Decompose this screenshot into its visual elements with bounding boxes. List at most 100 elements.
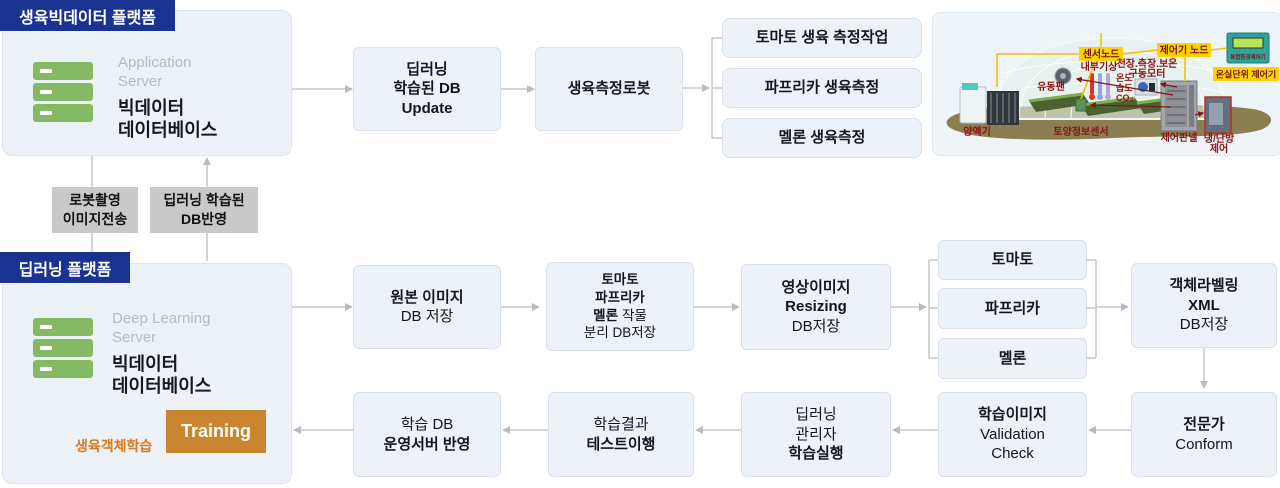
server-type-line: Deep Learning <box>112 310 211 327</box>
server-name-line: 빅데이터 <box>118 97 185 118</box>
greenhouse-graphic: 복합환경제어기 센서노드 제어기 노드 <box>946 32 1279 155</box>
box-line: 분리 DB저장 <box>583 325 657 341</box>
box-crop-melon: 멜론 <box>938 338 1087 379</box>
dl-server-label: Deep Learning Server 빅데이터 데이터베이스 <box>112 310 211 398</box>
bigdata-platform-header: 생육빅데이터 플랫폼 <box>0 0 175 31</box>
box-line: 토마토 <box>601 272 639 288</box>
nutrient-machine <box>959 83 1019 125</box>
box-original-image-db: 원본 이미지 DB 저장 <box>353 265 501 349</box>
box-object-labeling-xml: 객체라벨링 XML DB저장 <box>1131 263 1277 348</box>
box-line: 멜론 <box>998 349 1027 367</box>
server-name-line: 데이터베이스 <box>118 120 218 140</box>
label-humidity: 습도 <box>1116 82 1133 93</box>
box-line: 관리자 <box>795 425 837 443</box>
box-line: DB 저장 <box>400 308 454 325</box>
box-line: Resizing <box>785 298 847 316</box>
training-box: Training <box>166 410 266 453</box>
box-line: 학습된 DB <box>393 80 461 98</box>
greenhouse-illustration: 복합환경제어기 센서노드 제어기 노드 <box>932 12 1280 156</box>
soil-sensor-icon <box>1075 98 1087 112</box>
motor-icon <box>1134 78 1158 96</box>
label-line: 이미지전송 <box>62 211 128 227</box>
label-line: 로봇촬영 <box>69 192 121 209</box>
bigdata-server-label: Application Server 빅데이터 데이터베이스 <box>118 54 217 142</box>
label-soil-sensor: 토양정보센서 <box>1053 125 1108 138</box>
server-type-line: Server <box>112 328 157 346</box>
box-line: 원본 이미지 <box>390 288 464 306</box>
box-line: 생육측정로봇 <box>567 80 651 98</box>
box-crop-tomato: 토마토 <box>938 240 1087 280</box>
box-line: 멜론 생육측정 <box>778 129 866 147</box>
box-dl-db-update: 딥러닝 학습된 DB Update <box>353 47 501 131</box>
box-line-part: 작물 <box>622 307 647 323</box>
box-line: Update <box>401 99 453 117</box>
server-type-line: Server <box>118 72 163 90</box>
training-note: 생육객체학습 <box>75 438 153 454</box>
box-line: 학습 DB <box>400 416 454 433</box>
box-line: Conform <box>1175 435 1233 453</box>
hvac-icon <box>1204 96 1232 134</box>
box-line: 학습실행 <box>788 445 844 463</box>
sensor-links <box>996 33 1228 100</box>
box-line: XML <box>1188 296 1220 314</box>
server-icon <box>33 318 93 378</box>
label-nutrient: 양액기 <box>963 125 991 138</box>
device-label: 복합환경제어기 <box>1230 53 1265 61</box>
fan-icon <box>1054 67 1072 85</box>
box-line: 학습이미지 <box>977 406 1047 424</box>
label-control-panel: 제어판넬 <box>1161 131 1198 144</box>
server-icon <box>33 62 93 122</box>
box-line: 영상이미지 <box>781 278 851 296</box>
box-test-execution: 학습결과 테스트이행 <box>548 392 694 477</box>
label-co2: CO₂ <box>1116 93 1134 103</box>
box-line: 토마토 생육 측정작업 <box>755 29 889 47</box>
box-line: Validation <box>980 425 1045 443</box>
box-line-part: 멜론 <box>593 307 618 323</box>
label-motor-2: 구동모터 <box>1129 67 1166 80</box>
box-line: DB저장 <box>1179 316 1229 334</box>
server-name-line: 빅데이터 <box>112 353 179 374</box>
label-temp: 온도 <box>1116 73 1133 83</box>
label-hvac-2: 제어 <box>1210 142 1228 155</box>
box-growth-robot: 생육측정로봇 <box>535 47 683 131</box>
box-task-paprika: 파프리카 생육측정 <box>722 68 922 108</box>
box-line: 운영서버 반영 <box>383 435 471 453</box>
label-motor-1: 천장.측장.보온 <box>1117 57 1178 70</box>
box-line: 전문가 <box>1183 416 1225 433</box>
box-line: 딥러닝 <box>406 60 448 78</box>
label-indoor-weather: 내부기상 <box>1081 60 1119 73</box>
box-line: 학습결과 <box>593 416 649 433</box>
box-line: 파프리카 <box>595 289 645 305</box>
box-expert-conform: 전문가 Conform <box>1131 392 1277 477</box>
box-task-melon: 멜론 생육측정 <box>722 118 922 158</box>
control-panel-icon <box>1160 80 1198 132</box>
server-name-line: 데이터베이스 <box>112 376 212 396</box>
box-training-execution: 딥러닝 관리자 학습실행 <box>741 392 891 477</box>
label-db-reflect: 딥러닝 학습된 DB반영 <box>150 187 258 233</box>
box-crop-paprika: 파프리카 <box>938 288 1087 329</box>
box-line: 파프리카 생육측정 <box>764 79 880 97</box>
box-line: 토마토 <box>991 251 1034 269</box>
label-hvac-1: 냉/난방 <box>1204 132 1235 145</box>
climate-sensors <box>1089 73 1111 100</box>
box-task-tomato: 토마토 생육 측정작업 <box>722 18 922 58</box>
box-line: DB저장 <box>791 317 841 335</box>
server-type-line: Application <box>118 54 192 71</box>
unit-controller-tag <box>1213 67 1279 81</box>
box-validation-check: 학습이미지 Validation Check <box>938 392 1087 477</box>
label-robot-image-transfer: 로봇촬영 이미지전송 <box>52 187 138 233</box>
dl-platform-header: 딥러닝 플랫폼 <box>0 252 130 283</box>
control-links <box>1075 76 1205 118</box>
unit-controller-icon: 복합환경제어기 <box>1226 32 1270 64</box>
box-line: 객체라벨링 <box>1169 277 1239 295</box>
box-image-resizing-db: 영상이미지 Resizing DB저장 <box>741 264 891 350</box>
box-line: Check <box>991 445 1034 463</box>
sensor-node-tag <box>1079 47 1123 61</box>
box-line: 딥러닝 <box>795 406 837 424</box>
label-controller-node: 제어기 노드 <box>1160 44 1209 57</box>
label-line: DB반영 <box>181 211 227 227</box>
label-fan: 유동팬 <box>1037 80 1065 93</box>
box-line: 파프리카 <box>984 299 1041 317</box>
